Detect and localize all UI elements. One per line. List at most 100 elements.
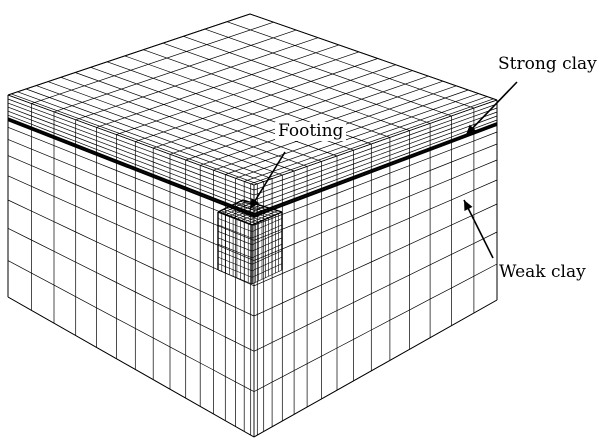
mesh-line	[371, 319, 391, 331]
mesh-line	[389, 138, 410, 147]
mesh-line	[96, 149, 117, 158]
footing-line	[251, 243, 283, 259]
footing-edge	[242, 199, 283, 213]
mesh-line	[306, 165, 322, 172]
mesh-line	[473, 107, 498, 117]
footing-line	[251, 256, 283, 272]
mesh-line	[75, 153, 97, 163]
footing-line	[251, 231, 283, 245]
mesh-line	[429, 253, 452, 266]
mesh-line	[409, 234, 431, 245]
mesh-line	[213, 223, 226, 230]
mesh-line	[185, 231, 201, 238]
mesh-line	[253, 258, 258, 261]
mesh-line	[271, 420, 283, 428]
mesh-line	[257, 196, 264, 200]
mesh-line	[169, 177, 186, 185]
mesh-line	[353, 143, 372, 151]
mesh-line	[271, 184, 283, 189]
mesh-line	[336, 200, 354, 208]
mesh-line	[336, 177, 354, 185]
mesh-line	[53, 124, 76, 134]
mesh-line	[353, 370, 372, 382]
mesh-line	[271, 204, 283, 209]
mesh-line	[429, 161, 452, 171]
mesh-line	[244, 346, 251, 350]
mesh-line	[253, 434, 258, 438]
mesh-line	[263, 193, 273, 197]
mesh-line	[293, 190, 308, 196]
mesh-line	[135, 259, 154, 269]
mesh-line	[293, 166, 308, 172]
clay-interface-line	[7, 119, 255, 218]
mesh-line	[235, 426, 245, 432]
mesh-line	[429, 149, 452, 159]
mesh-line	[169, 308, 186, 318]
mesh-line	[7, 260, 32, 274]
footing-line	[231, 205, 269, 219]
mesh-line	[225, 302, 236, 308]
mesh-line	[244, 236, 251, 240]
mesh-line	[451, 111, 475, 121]
mesh-line	[257, 346, 264, 351]
mesh-line	[336, 172, 354, 180]
mesh-line	[7, 114, 32, 125]
mesh-line	[235, 187, 245, 192]
mesh-line	[75, 166, 97, 177]
mesh-line	[336, 149, 354, 157]
mesh-line	[293, 194, 308, 201]
strong-clay-layer-lines	[7, 117, 498, 218]
mesh-line	[451, 152, 475, 163]
mesh-line	[116, 250, 136, 261]
mesh-line	[213, 330, 226, 338]
mesh-line	[75, 261, 97, 273]
mesh-line	[183, 35, 431, 124]
mesh-line	[96, 215, 117, 225]
mesh-line	[225, 188, 236, 194]
mesh-line	[257, 236, 264, 240]
mesh-line	[185, 173, 201, 181]
mesh-line	[257, 256, 264, 260]
mesh-line	[409, 337, 431, 350]
mesh-line	[200, 290, 214, 298]
mesh-line	[257, 181, 264, 185]
mesh-line	[250, 314, 255, 317]
mesh-line	[389, 152, 410, 161]
mesh-line	[473, 103, 498, 113]
mesh-line	[451, 115, 475, 125]
mesh-line	[321, 179, 338, 186]
mesh-line	[75, 72, 322, 162]
mesh-line	[75, 335, 97, 348]
mesh-line	[96, 131, 117, 140]
mesh-line	[153, 198, 171, 207]
mesh-line	[306, 256, 322, 264]
mesh-line	[409, 187, 431, 197]
footing-line	[251, 218, 283, 232]
mesh-line	[31, 309, 55, 324]
mesh-line	[371, 360, 391, 372]
mesh-line	[47, 81, 295, 172]
mesh-line	[53, 174, 76, 185]
mesh-line	[282, 175, 295, 181]
mesh-line	[31, 148, 55, 159]
mesh-line	[169, 172, 186, 180]
mesh-line	[244, 311, 251, 315]
mesh-line	[153, 175, 171, 183]
mesh-line	[225, 179, 236, 184]
mesh-line	[169, 70, 413, 155]
mesh-line	[75, 119, 97, 128]
mesh-line	[153, 161, 171, 169]
mesh-line	[473, 111, 498, 121]
mesh-line	[263, 188, 273, 192]
footing-line	[251, 250, 283, 265]
mesh-line	[185, 283, 201, 292]
mesh-line	[263, 198, 273, 202]
mesh-line	[257, 201, 264, 205]
footing-block	[217, 199, 283, 285]
mesh-line	[321, 347, 338, 357]
mesh-line	[321, 225, 338, 234]
footing-line	[236, 206, 265, 220]
footing-line	[226, 207, 263, 221]
footing-line	[217, 250, 253, 265]
